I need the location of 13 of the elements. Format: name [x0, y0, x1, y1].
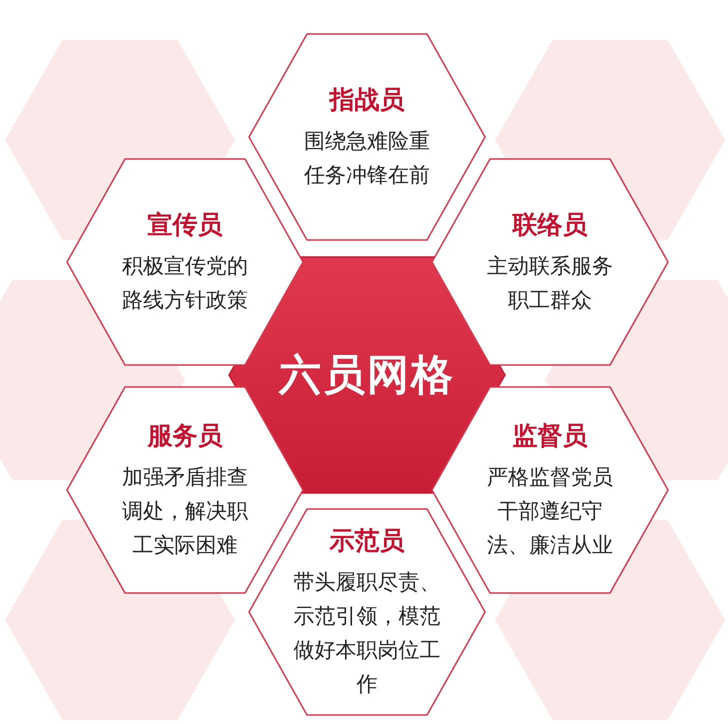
role-description: 积极宣传党的路线方针政策	[121, 252, 249, 314]
role-description: 严格监督党员干部遵纪守法、廉洁从业	[486, 464, 614, 558]
role-description: 加强矛盾排查调处，解决职工实际困难	[121, 464, 249, 558]
role-heading: 监督员	[512, 420, 588, 452]
role-description: 围绕急难险重任务冲锋在前	[303, 128, 431, 188]
role-heading: 示范员	[330, 524, 404, 556]
center-title: 六员网格	[279, 349, 455, 401]
role-heading: 联络员	[512, 208, 588, 240]
role-heading: 服务员	[148, 420, 222, 452]
role-description: 带头履职尽责、示范引领，模范做好本职岗位工作	[292, 568, 442, 698]
role-description: 主动联系服务职工群众	[486, 252, 614, 314]
role-heading: 宣传员	[148, 208, 222, 240]
role-heading: 指战员	[330, 84, 404, 116]
